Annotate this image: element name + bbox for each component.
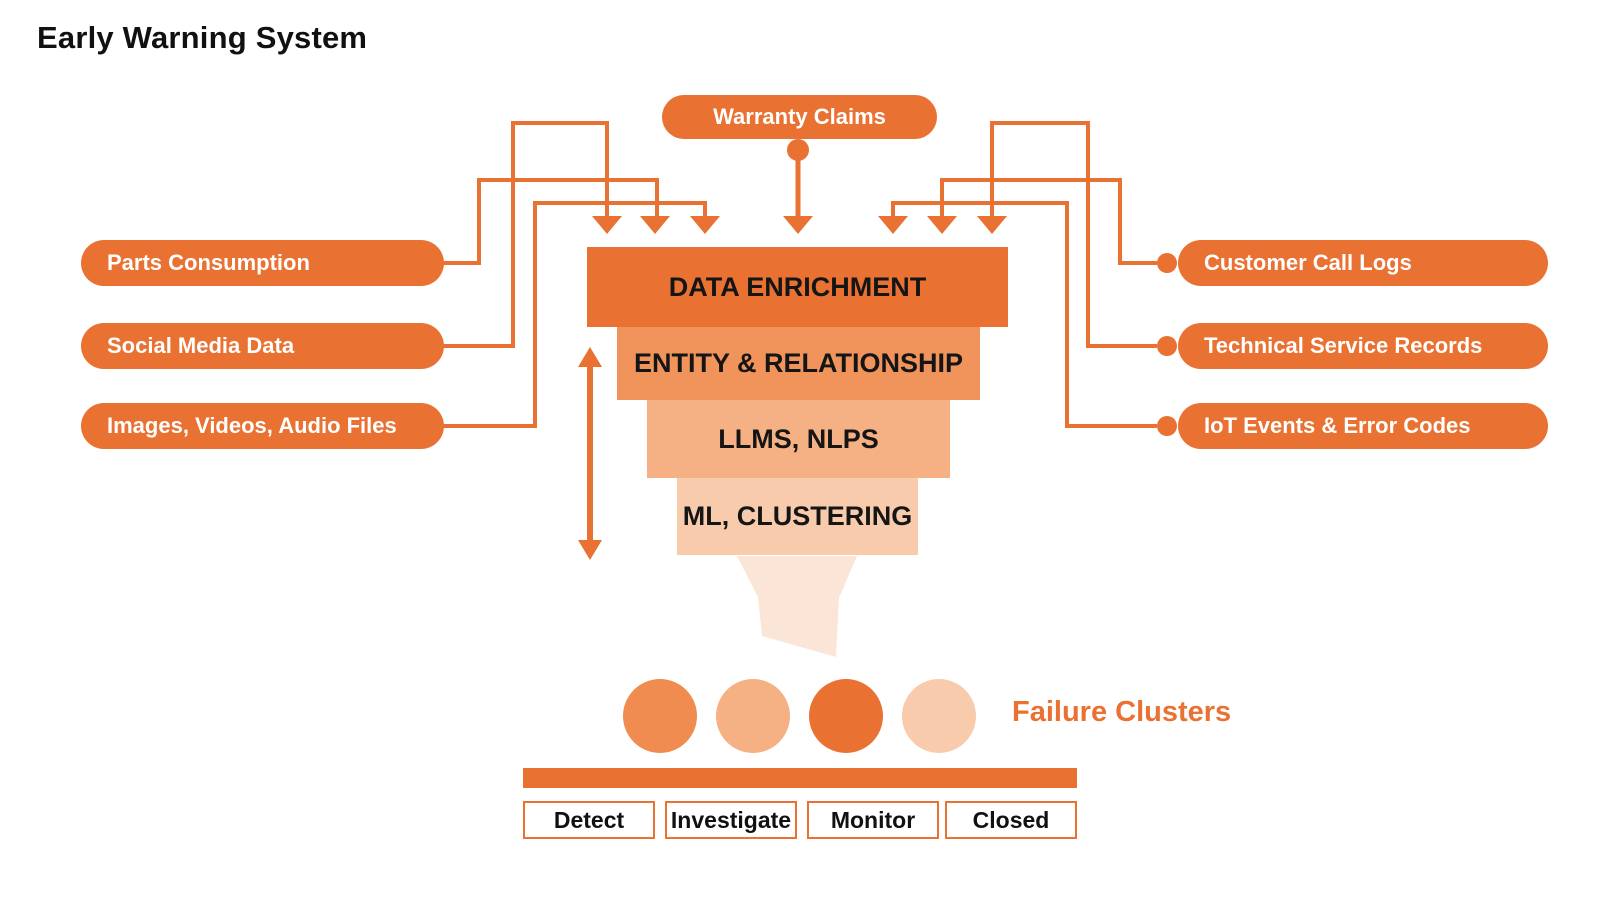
pill-parts-consumption: Parts Consumption [81,240,444,286]
pill-warranty-claims: Warranty Claims [662,95,937,139]
connector-dot [1157,416,1177,436]
vertical-double-arrow-icon [578,347,602,560]
stage-box-investigate: Investigate [665,801,797,839]
stage-box-monitor-label: Monitor [830,806,916,833]
connector-dot [787,139,809,161]
down-arrow-icon [878,216,908,234]
pill-technical-service-records-label: Technical Service Records [1204,333,1483,358]
pill-iot-events-error-codes-label: IoT Events & Error Codes [1204,413,1471,438]
failure-cluster-circle [623,679,697,753]
failure-cluster-circle [809,679,883,753]
funnel-layer-llms-nlps: LLMS, NLPS [647,400,950,478]
connector-dot [1157,253,1177,273]
connector-line-social-media [440,121,609,348]
funnel-layer-entity-relationship-label: ENTITY & RELATIONSHIP [633,348,964,378]
pill-iot-events-error-codes: IoT Events & Error Codes [1178,403,1548,449]
down-arrow-icon [927,216,957,234]
connector-dot [1157,336,1177,356]
stage-box-investigate-label: Investigate [670,806,792,833]
pill-parts-consumption-label: Parts Consumption [107,250,310,275]
down-arrow-icon [977,216,1007,234]
pill-social-media-data-label: Social Media Data [107,333,295,358]
pill-warranty-claims-label: Warranty Claims [713,104,886,129]
stage-progress-bar [523,768,1077,788]
down-arrow-icon [592,216,622,234]
page-title: Early Warning System [37,20,368,55]
pill-technical-service-records: Technical Service Records [1178,323,1548,369]
funnel-layer-llms-nlps-label: LLMS, NLPS [718,423,879,454]
failure-cluster-circle [716,679,790,753]
connector-line-technical-service-records [990,121,1157,348]
stage-box-closed-label: Closed [972,806,1050,833]
pill-customer-call-logs-label: Customer Call Logs [1204,250,1412,275]
failure-cluster-circle [902,679,976,753]
funnel-layer-data-enrichment-label: DATA ENRICHMENT [668,271,927,302]
funnel-spout [737,556,857,657]
failure-clusters-label: Failure Clusters [1012,696,1232,728]
stage-box-detect-label: Detect [553,806,625,833]
funnel-layer-entity-relationship: ENTITY & RELATIONSHIP [617,327,980,400]
pill-social-media-data: Social Media Data [81,323,444,369]
funnel-layer-data-enrichment: DATA ENRICHMENT [587,247,1008,327]
pill-images-videos-audio-label: Images, Videos, Audio Files [107,413,397,438]
stage-box-closed: Closed [945,801,1077,839]
stage-box-detect: Detect [523,801,655,839]
pill-images-videos-audio: Images, Videos, Audio Files [81,403,444,449]
funnel-layer-ml-clustering: ML, CLUSTERING [677,478,918,555]
down-arrow-icon [640,216,670,234]
funnel-layer-ml-clustering-label: ML, CLUSTERING [682,501,913,531]
down-arrow-icon [690,216,720,234]
down-arrow-icon [783,216,813,234]
stage-box-monitor: Monitor [807,801,939,839]
pill-customer-call-logs: Customer Call Logs [1178,240,1548,286]
